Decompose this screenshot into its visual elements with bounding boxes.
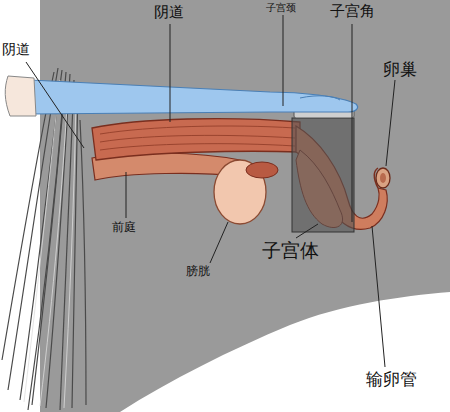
ovary-core — [380, 173, 386, 183]
part-label: 子宫体 — [262, 240, 319, 261]
vagina — [92, 119, 300, 160]
part-label: 子宫颈 — [266, 2, 296, 13]
cervix — [246, 162, 278, 178]
gloved-arm — [30, 80, 358, 114]
part-label: 膀胱 — [186, 265, 210, 278]
part-label: 阴道 — [2, 42, 30, 57]
thumb — [300, 96, 340, 100]
body-ground — [40, 0, 450, 412]
part-label: 前庭 — [112, 221, 136, 234]
part-label: 卵巢 — [383, 60, 417, 79]
part-label: 子宫角 — [330, 3, 375, 20]
leader-lines — [26, 15, 395, 367]
muscle-lines — [100, 126, 295, 150]
uterine-body-region — [292, 118, 354, 232]
part-label: 输卵管 — [366, 370, 417, 389]
tail-hair — [2, 68, 86, 410]
ovary — [376, 168, 390, 188]
part-label: 阴道 — [154, 4, 184, 21]
forearm-skin — [5, 76, 36, 116]
tail-highlight — [24, 80, 76, 408]
